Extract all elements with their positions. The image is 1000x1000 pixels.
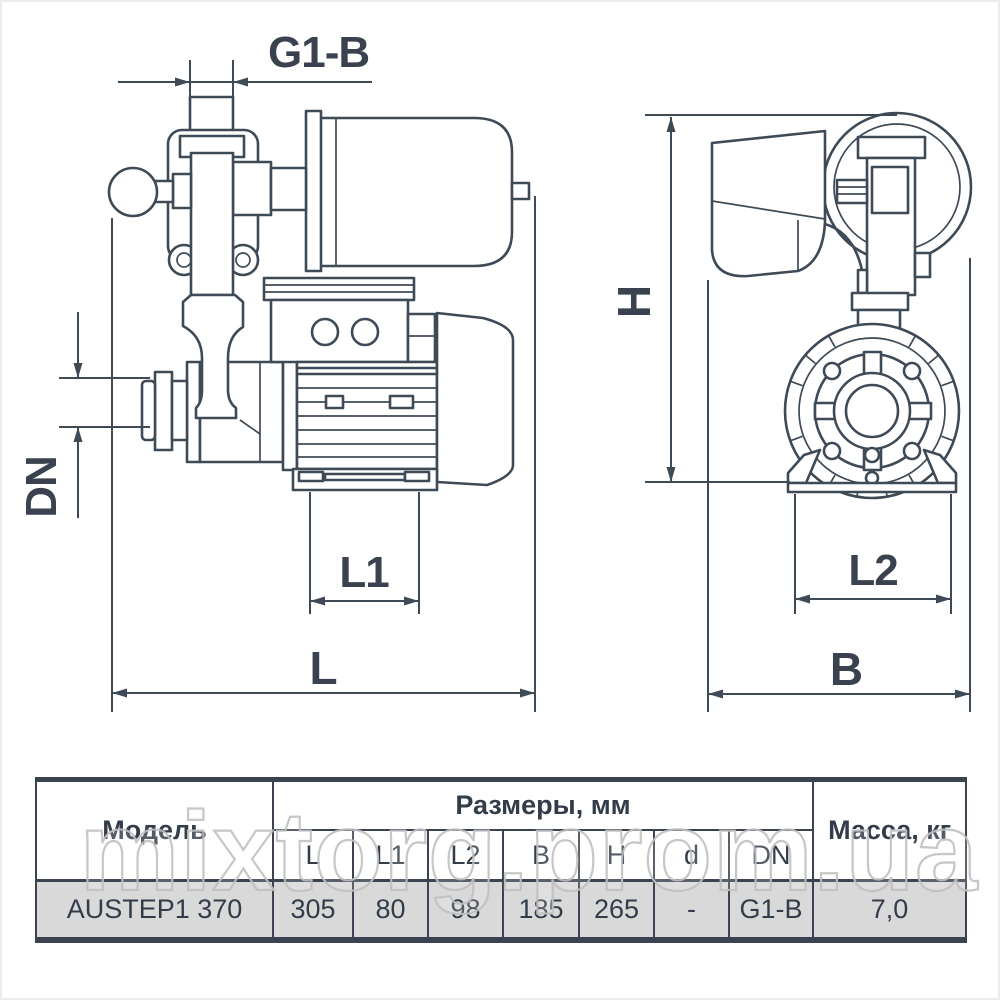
col-header-l: L	[272, 829, 354, 882]
col-header-dn: DN	[727, 829, 815, 882]
pressure-gauge	[107, 166, 159, 218]
mounting-feet	[786, 448, 958, 494]
pressure-tank	[304, 109, 531, 273]
pressure-switch-box	[710, 129, 827, 278]
value-h: 265	[578, 879, 655, 941]
col-header-l1: L1	[352, 829, 429, 882]
suction-inlet	[140, 370, 189, 452]
col-header-l2: L2	[427, 829, 504, 882]
dim-label-b: B	[830, 643, 862, 695]
col-header-d: d	[653, 829, 730, 882]
pump-dimension-drawing: G1-B DN L1	[17, 28, 973, 712]
value-b: 185	[502, 879, 580, 941]
dim-label-thread: G1-B	[268, 28, 369, 77]
value-dn: G1-B	[727, 879, 815, 941]
dim-b: B	[707, 258, 971, 712]
value-l1: 80	[352, 879, 429, 941]
dimensions: G1-B DN L1	[17, 28, 971, 712]
side-view	[710, 111, 973, 500]
dim-label-l1: L1	[339, 548, 389, 597]
dim-l1: L1	[309, 492, 420, 614]
col-header-h: H	[578, 829, 655, 882]
spec-table-wrap: Модель Размеры, мм Масса, кг L L1 L2 B H…	[35, 777, 968, 943]
dim-l: L	[111, 196, 536, 712]
mass-header: Масса, кг	[812, 778, 968, 882]
table-subheader-row: L L1 L2 B H d DN	[36, 829, 966, 882]
motor-end-view	[783, 322, 961, 500]
value-l: 305	[272, 879, 354, 941]
col-header-b: B	[502, 829, 580, 882]
dimensions-header: Размеры, мм	[271, 778, 815, 831]
dim-inlet: DN	[17, 312, 150, 518]
front-view	[107, 95, 531, 492]
mass-cell: 7,0	[812, 879, 968, 941]
dim-label-l: L	[309, 642, 336, 694]
dim-label-inlet: DN	[17, 456, 66, 518]
dim-l2: L2	[794, 494, 952, 614]
dim-label-h: H	[608, 286, 660, 318]
discharge-funnel	[181, 293, 245, 420]
dim-thread: G1-B	[118, 28, 372, 131]
model-header: Модель	[35, 778, 274, 882]
model-cell: AUSTEP1 370	[35, 879, 274, 941]
fitting-assembly	[107, 95, 308, 297]
dim-h: H	[608, 114, 897, 483]
spec-table: Модель Размеры, мм Масса, кг L L1 L2 B H…	[35, 777, 968, 943]
value-l2: 98	[427, 879, 504, 941]
value-d: -	[653, 879, 730, 941]
dim-label-l2: L2	[848, 546, 897, 595]
table-row: AUSTEP1 370 305 80 98 185 265 - G1-B 7,0	[35, 879, 968, 941]
table-header-row: Модель Размеры, мм Масса, кг	[35, 778, 968, 882]
pipe-bracket	[824, 135, 932, 356]
